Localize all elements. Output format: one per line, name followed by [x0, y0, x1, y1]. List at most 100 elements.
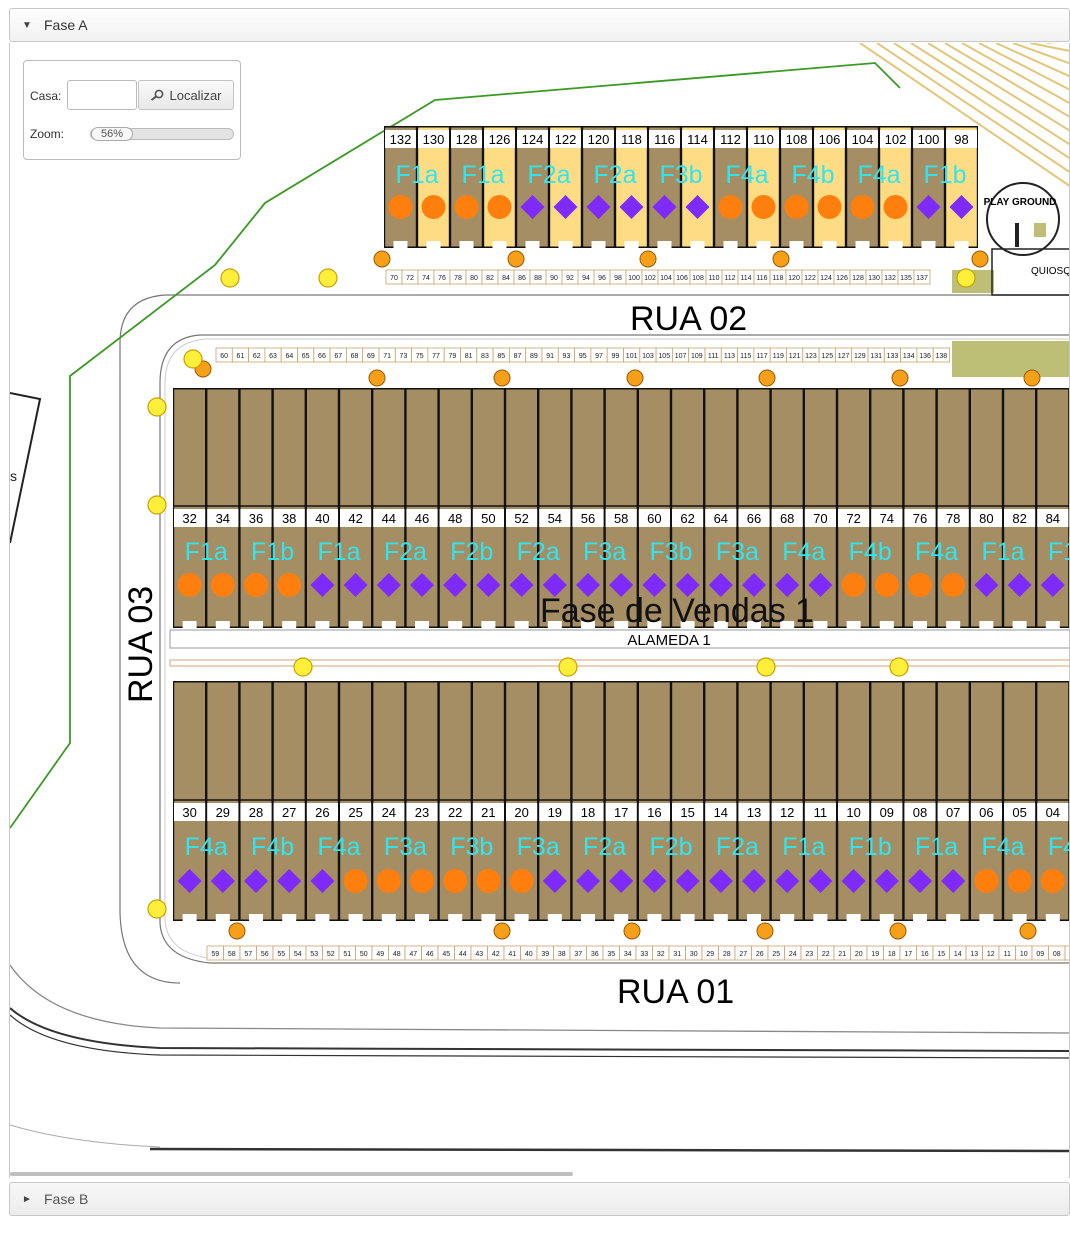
house-marker-diamond — [742, 869, 766, 893]
house-notch — [393, 241, 408, 249]
house-type-label: F3a — [517, 833, 560, 861]
house-number-box — [385, 130, 416, 148]
house-notch — [215, 621, 230, 629]
accordion-header-fase-a[interactable]: ▼ Fase A — [9, 8, 1070, 42]
house-number-box — [970, 509, 1002, 527]
parking-top-number: 86 — [518, 275, 526, 282]
zoom-slider[interactable]: 56% — [90, 127, 234, 141]
house-number: 58 — [614, 511, 628, 526]
lamp-post-icon — [626, 369, 644, 387]
parking-bottom-number: 23 — [805, 951, 813, 958]
house-number: 64 — [714, 511, 728, 526]
house-notch — [747, 621, 761, 629]
house-number: 30 — [182, 805, 196, 820]
parking-top-number: 84 — [502, 275, 510, 282]
house-notch — [182, 621, 197, 629]
house-number-box — [804, 803, 836, 821]
hatch-line — [978, 43, 1069, 91]
parking-bottom-number: 40 — [525, 951, 533, 958]
parking-mid-number: 93 — [563, 353, 571, 360]
house-number-box — [738, 803, 770, 821]
house-number: 21 — [481, 805, 495, 820]
casa-input[interactable] — [67, 80, 137, 110]
house-notch — [558, 241, 573, 249]
parking-bottom-stall — [1064, 945, 1069, 961]
house-number: 28 — [249, 805, 263, 820]
light-point-icon — [220, 268, 240, 288]
house-number-box — [306, 803, 338, 821]
parking-mid-number: 131 — [870, 353, 882, 360]
house-notch — [182, 914, 197, 922]
parking-bottom-number: 51 — [343, 951, 351, 958]
house-notch — [780, 914, 795, 922]
quiosque-label: QUIOSQ — [1031, 266, 1070, 277]
house-marker-diamond — [652, 195, 677, 219]
house-marker-diamond — [542, 869, 567, 893]
house-marker-diamond — [443, 573, 468, 597]
parking-bottom-number: 39 — [541, 951, 549, 958]
house-marker-diamond — [553, 195, 578, 219]
horizontal-scrollbar[interactable] — [10, 1172, 573, 1176]
house-marker-diamond — [520, 195, 545, 219]
street-label-rua-02: RUA 02 — [630, 300, 747, 338]
light-point-icon — [318, 268, 338, 288]
house-number: 08 — [913, 805, 927, 820]
parking-bottom-number: 44 — [459, 951, 467, 958]
house-type-label: F1a — [185, 538, 228, 566]
parking-top-number: 135 — [900, 275, 912, 282]
parking-top-number: 90 — [550, 275, 558, 282]
parking-top-number: 106 — [676, 275, 688, 282]
house-number: 130 — [423, 132, 445, 147]
house-number-box — [1004, 509, 1036, 527]
parking-top-number: 74 — [422, 275, 430, 282]
road-edge — [10, 1124, 161, 1148]
house-number-box — [738, 509, 770, 527]
house-number: 60 — [647, 511, 661, 526]
house-marker-diamond — [576, 869, 600, 893]
house-number: 110 — [753, 132, 774, 147]
house-marker-circle — [883, 195, 908, 219]
parking-bottom-number: 43 — [475, 951, 483, 958]
house-number-box — [880, 130, 911, 148]
house-number: 78 — [946, 511, 960, 526]
zoom-slider-handle[interactable]: 56% — [91, 127, 133, 141]
house-marker-diamond — [310, 573, 335, 597]
house-notch — [448, 914, 463, 922]
house-marker-diamond — [974, 573, 999, 597]
parking-top-number: 128 — [852, 275, 864, 282]
house-marker-diamond — [708, 869, 733, 893]
house-number: 106 — [819, 132, 841, 147]
house-marker-circle — [476, 869, 501, 893]
parking-bottom-number: 35 — [607, 951, 615, 958]
house-type-label: F4b — [849, 538, 892, 566]
house-marker-diamond — [775, 573, 800, 597]
house-number: 29 — [216, 805, 230, 820]
house-notch — [481, 621, 496, 629]
parking-top-number: 96 — [598, 275, 606, 282]
house-notch — [713, 914, 728, 922]
house-marker-circle — [443, 869, 468, 893]
parking-top-number: 118 — [772, 275, 783, 282]
house-number: 48 — [448, 511, 462, 526]
localizar-button[interactable]: Localizar — [138, 80, 234, 110]
parking-mid-number: 89 — [530, 353, 538, 360]
house-number-box — [705, 509, 737, 527]
house-marker-circle — [718, 195, 743, 219]
parking-mid-number: 91 — [546, 353, 554, 360]
house-number: 82 — [1012, 511, 1026, 526]
house-type-label: F3b — [649, 538, 692, 566]
house-number: 27 — [282, 805, 296, 820]
lamp-post-icon — [493, 369, 511, 387]
parking-bottom-number: 32 — [657, 951, 665, 958]
house-type-label: F4a — [981, 833, 1024, 861]
parking-top-number: 94 — [582, 275, 590, 282]
parking-mid-number: 60 — [220, 353, 228, 360]
accordion-header-fase-b[interactable]: ► Fase B — [9, 1182, 1070, 1216]
parking-mid-number: 136 — [919, 353, 931, 360]
house-number-box — [506, 803, 538, 821]
house-notch — [315, 621, 330, 629]
house-notch — [888, 241, 903, 249]
house-number-box — [207, 509, 239, 527]
